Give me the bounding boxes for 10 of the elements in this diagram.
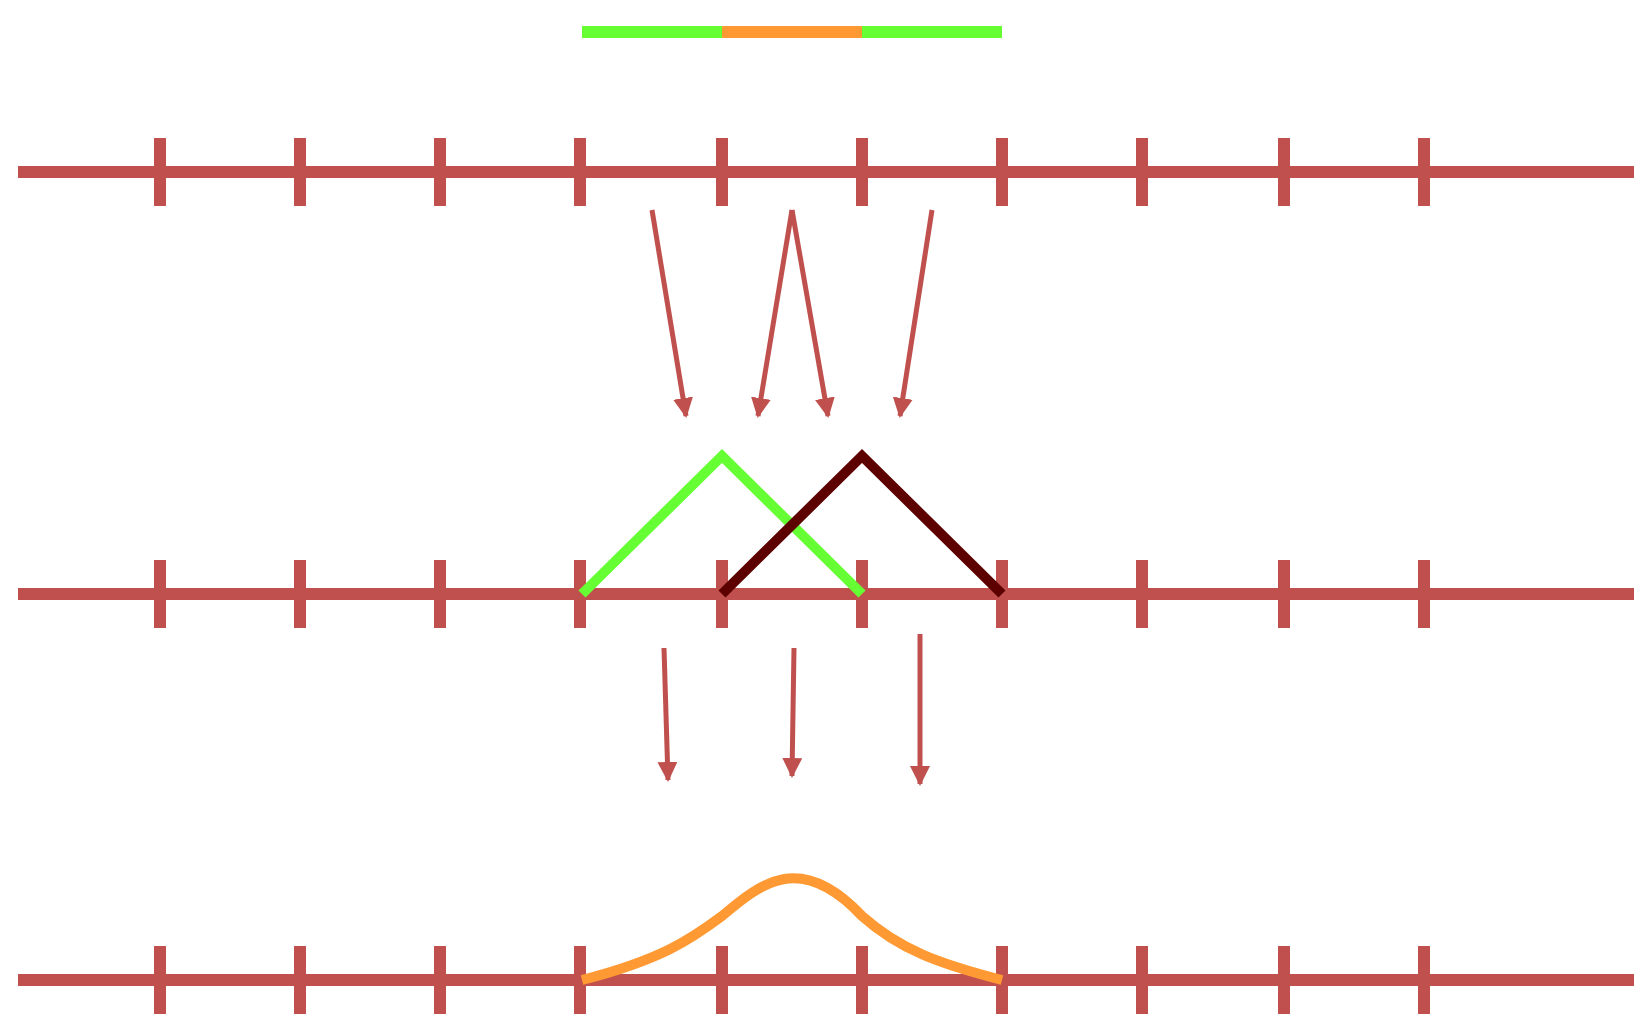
number-line — [18, 946, 1634, 1014]
arrow — [892, 209, 935, 418]
arrow — [782, 647, 803, 778]
number-line — [18, 560, 1634, 628]
number-line — [18, 138, 1634, 206]
arrow — [789, 209, 835, 418]
arrow — [657, 647, 678, 782]
arrow — [649, 209, 693, 418]
arrow — [910, 634, 930, 786]
arrow — [751, 209, 795, 418]
